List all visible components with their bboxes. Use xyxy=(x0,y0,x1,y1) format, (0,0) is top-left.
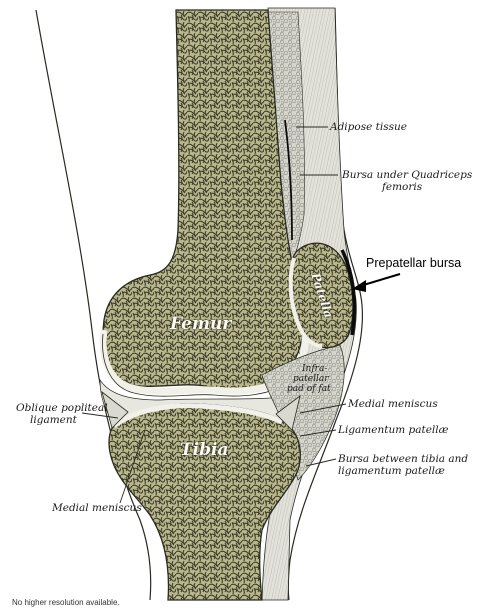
label-bursa-quadriceps-1: Bursa under Quadriceps xyxy=(342,169,473,181)
label-bursa-quadriceps-2: femoris xyxy=(382,181,423,193)
leader-ligamentum xyxy=(299,429,337,437)
patella-cartilage xyxy=(288,257,323,348)
tibia-cartilage xyxy=(112,403,284,429)
skin-outline xyxy=(35,9,152,601)
prepatellar-arrowhead xyxy=(352,280,366,292)
leader-lines xyxy=(81,126,347,504)
label-medial-meniscus-right: Medial meniscus xyxy=(348,398,438,410)
label-infrapatellar-3: pad of fat xyxy=(287,384,331,394)
label-medial-meniscus-left: Medial meniscus xyxy=(52,502,142,514)
label-infrapatellar-2: patellar xyxy=(293,374,329,384)
footer-note: No higher resolution available. xyxy=(12,598,120,607)
label-oblique-popliteal-2: ligament xyxy=(30,414,77,426)
tibia-label: Tibia xyxy=(180,440,229,460)
leader-oblique xyxy=(81,412,119,419)
suprapatellar-bursa xyxy=(284,119,293,241)
femur-cartilage-edge xyxy=(102,333,291,397)
femur-label: Femur xyxy=(170,314,232,334)
label-infrapatellar-1: Infra- xyxy=(302,364,328,374)
label-adipose-tissue: Adipose tissue xyxy=(330,121,407,133)
leader-bursa-tibia xyxy=(305,458,337,467)
label-bursa-tibia-1: Bursa between tibia and xyxy=(338,453,469,465)
label-prepatellar-bursa: Prepatellar bursa xyxy=(366,256,462,270)
leader-medial-meniscus-right xyxy=(299,403,347,414)
label-bursa-tibia-2: ligamentum patellæ xyxy=(338,465,445,477)
femur-bone xyxy=(102,9,304,391)
prepatellar-bursa xyxy=(340,249,357,336)
leader-medial-meniscus-left xyxy=(119,429,146,504)
label-ligamentum-patellae: Ligamentum patellæ xyxy=(338,424,449,436)
prepatellar-arrow-shaft xyxy=(359,273,401,287)
meniscus-posterior xyxy=(101,390,129,429)
meniscus-anterior xyxy=(275,395,301,431)
label-oblique-popliteal-1: Oblique popliteal xyxy=(16,402,108,414)
